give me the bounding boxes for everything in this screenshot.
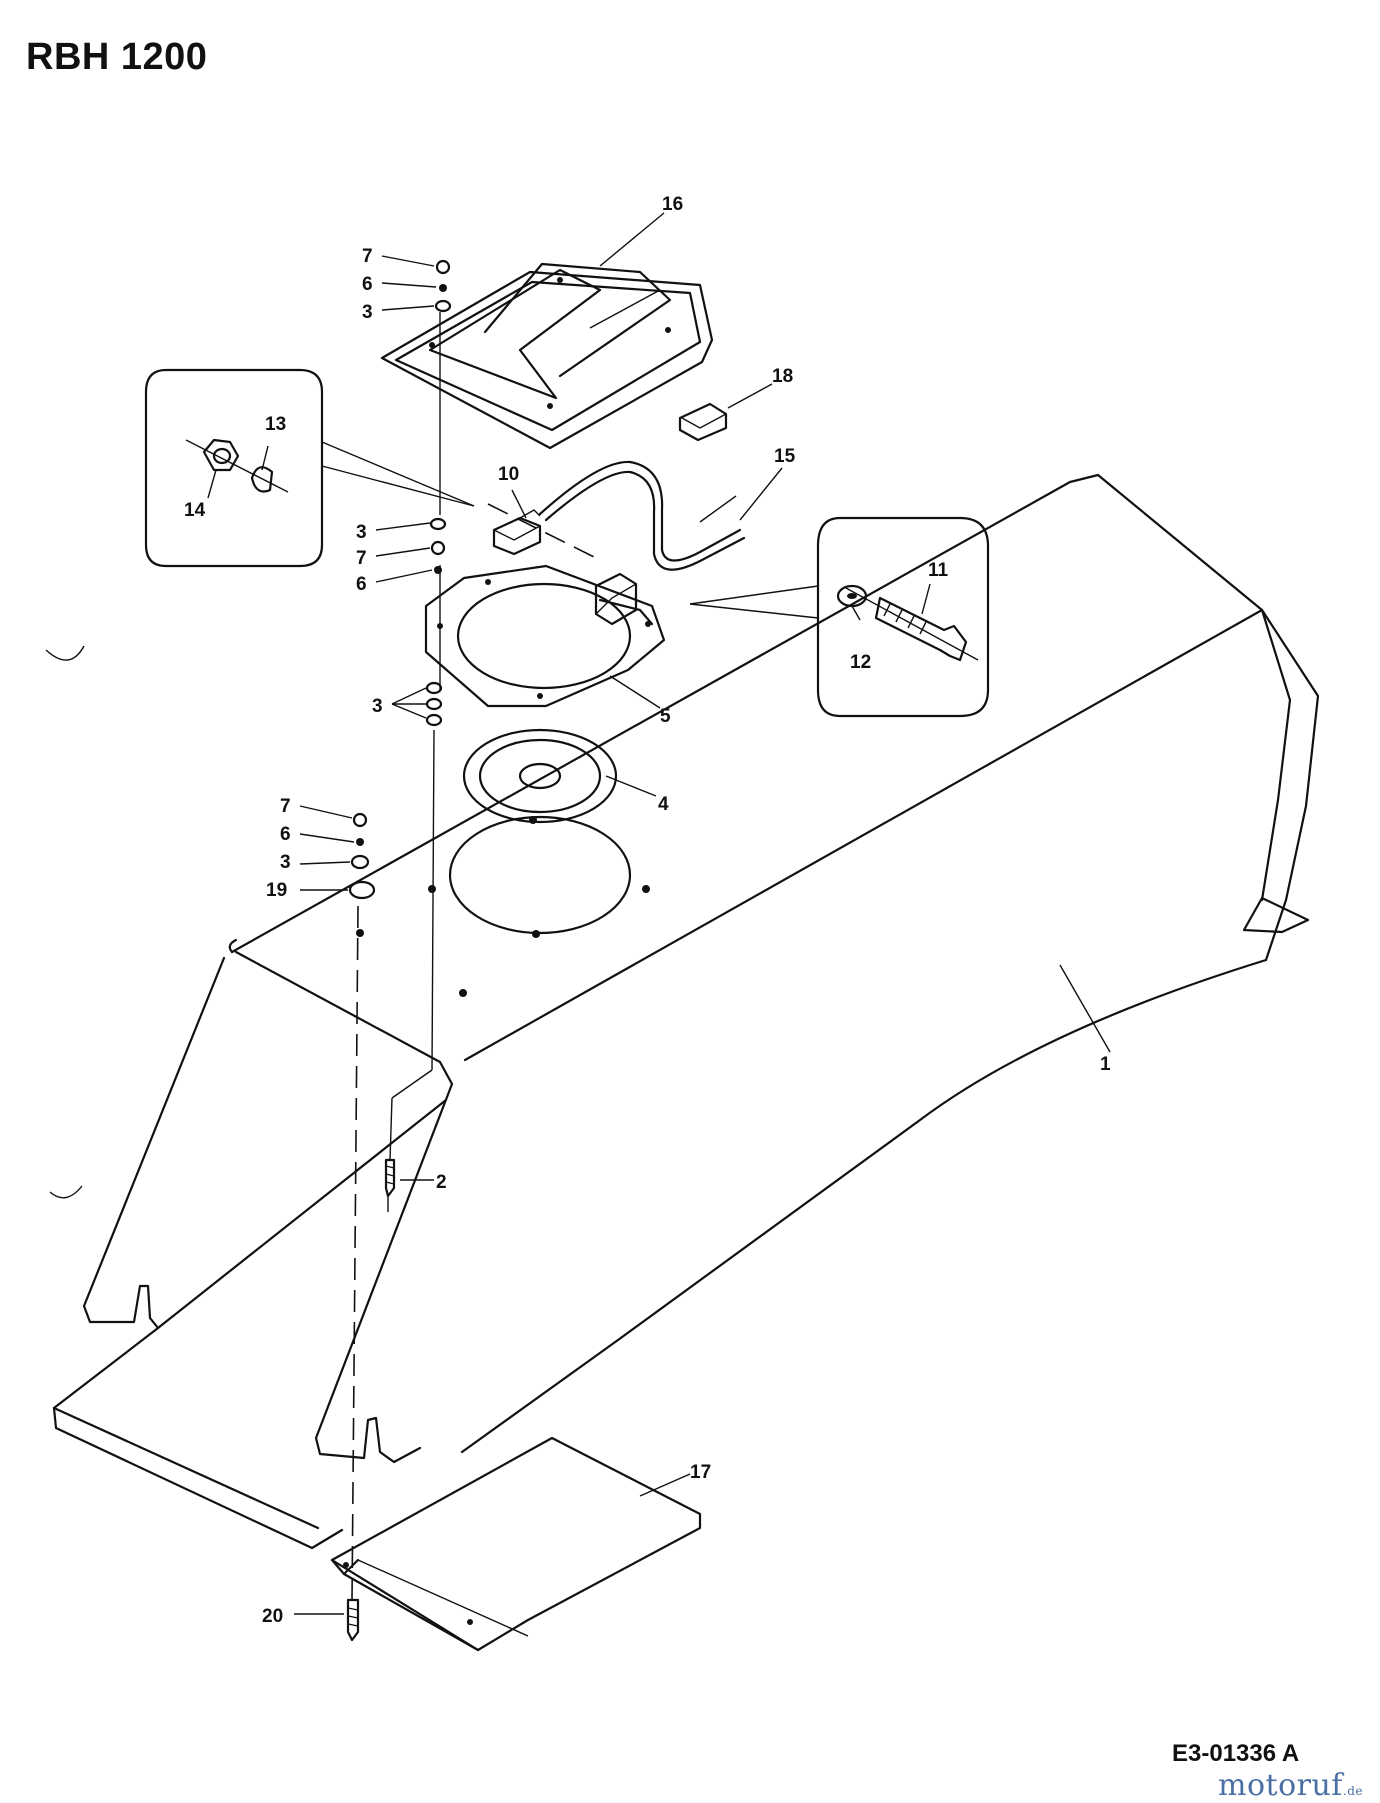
speck-mark-2: [49, 1185, 83, 1199]
callout-7c: 7: [280, 796, 291, 817]
callout-16: 16: [662, 194, 683, 215]
part-2-bolt: 2: [384, 1097, 447, 1212]
callout-2: 2: [436, 1172, 447, 1193]
part-5-plate: 5: [424, 564, 671, 727]
logo-suffix: .de: [1342, 1784, 1364, 1798]
callout-7a: 7: [362, 246, 373, 267]
callout-18: 18: [772, 366, 793, 387]
callout-14: 14: [184, 500, 206, 521]
callout-3d: 3: [280, 852, 291, 873]
callout-19: 19: [266, 880, 287, 901]
callout-7b: 7: [356, 548, 367, 569]
callout-5: 5: [660, 706, 671, 727]
part-15-cable: 15: [538, 446, 796, 571]
fastener-stack-top: 7 6 3: [362, 246, 452, 323]
part-20-bolt: 20: [262, 1598, 360, 1642]
callout-11: 11: [928, 560, 949, 581]
callout-6b: 6: [356, 574, 367, 595]
inset-detail-11-12: 12 11: [689, 516, 990, 718]
callout-15: 15: [774, 446, 796, 467]
callout-17: 17: [690, 1462, 711, 1483]
callout-3c: 3: [372, 696, 383, 717]
callout-3b: 3: [356, 522, 367, 543]
fastener-stack-middle: 3 7 6: [356, 517, 447, 595]
callout-10: 10: [498, 464, 519, 485]
callout-20: 20: [262, 1606, 283, 1627]
diagram-title: RBH 1200: [26, 36, 208, 78]
callout-6a: 6: [362, 274, 373, 295]
callout-12: 12: [850, 652, 871, 673]
centerline-dashed: [351, 905, 359, 1601]
callout-4: 4: [658, 794, 669, 815]
centerline-lower: [431, 729, 435, 1071]
callout-1: 1: [1100, 1054, 1111, 1075]
part-4-disc: 4: [462, 728, 669, 824]
callout-6c: 6: [280, 824, 291, 845]
document-code: E3-01336 A: [1172, 1740, 1300, 1767]
logo-text: motoruf: [1218, 1768, 1343, 1803]
fastener-stack-lower: 7 6 3 19: [266, 796, 376, 901]
fastener-stack-washers: 3: [372, 681, 443, 727]
part-1-housing: 1: [52, 473, 1320, 1550]
part-10-switch: 10: [487, 464, 601, 561]
speck-mark-1: [45, 645, 85, 661]
inset-detail-13-14: 13 14: [144, 368, 475, 568]
centerline-bend: [391, 1069, 433, 1099]
part-18-block: 18: [678, 366, 793, 442]
callout-3a: 3: [362, 302, 373, 323]
callout-13: 13: [265, 414, 286, 435]
motoruf-logo: motoruf.de: [1218, 1768, 1363, 1803]
part-16-cover: 16: [380, 194, 714, 450]
part-17-plate: 17: [330, 1436, 711, 1652]
